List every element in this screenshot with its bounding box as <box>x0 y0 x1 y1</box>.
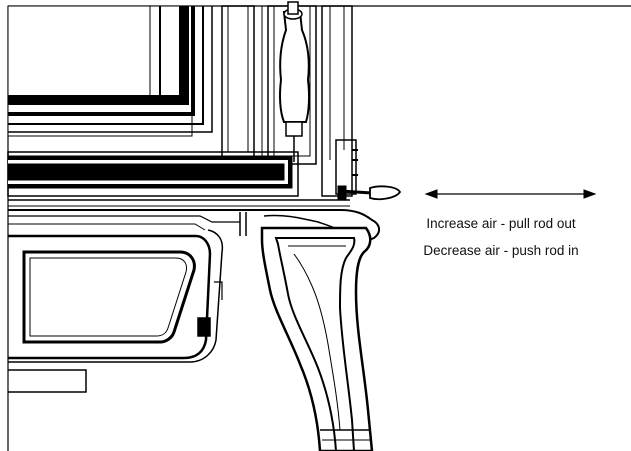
stove-leg <box>260 226 374 451</box>
door-hinge <box>221 5 263 159</box>
stove-door <box>7 5 213 137</box>
increase-air-caption: Increase air - pull rod out <box>426 216 576 231</box>
ash-drawer <box>8 229 224 393</box>
arrow-head-left <box>424 189 438 199</box>
door-handle <box>267 1 317 165</box>
arrow-head-right <box>583 189 597 199</box>
adjustment-arrow <box>424 189 597 199</box>
stove-side-panel <box>321 5 358 197</box>
decrease-air-caption: Decrease air - push rod in <box>423 243 579 258</box>
ash-lip <box>7 151 350 207</box>
air-control-rod <box>337 185 402 201</box>
